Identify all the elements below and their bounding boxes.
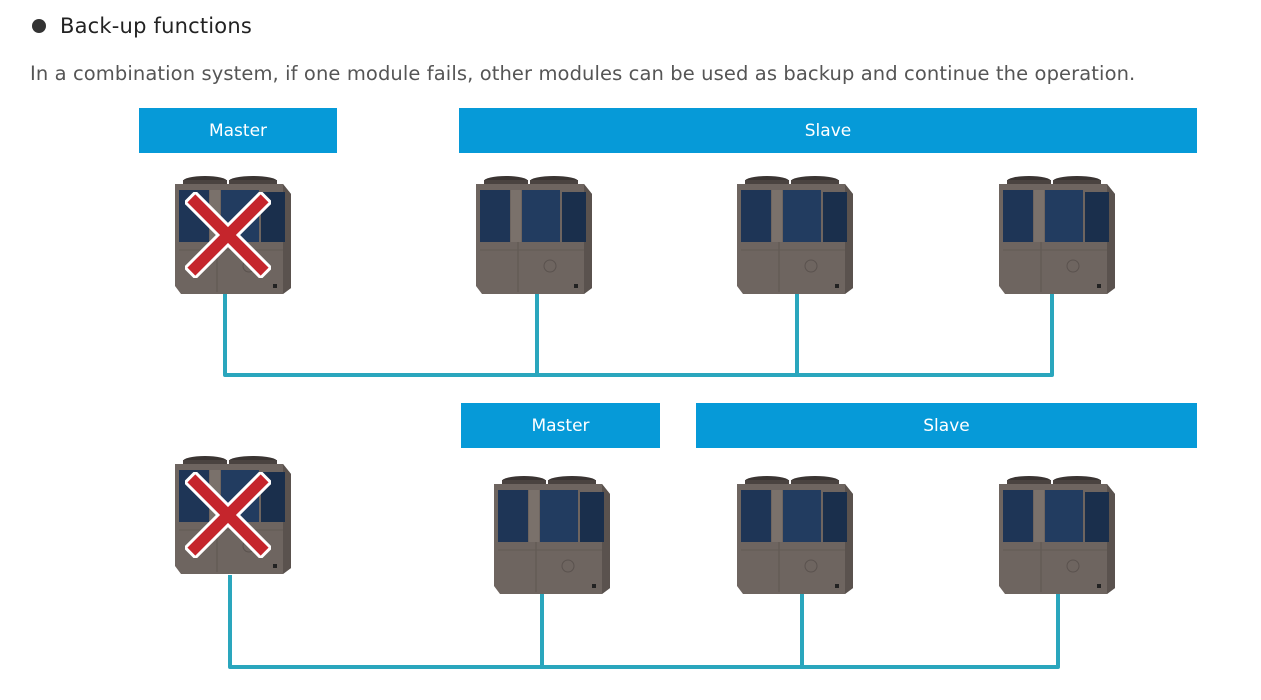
pipe-top	[223, 285, 1054, 377]
pipe-bottom	[228, 575, 1060, 669]
failure-x-icon	[185, 472, 271, 558]
heat-pump-unit-icon	[997, 472, 1117, 594]
master-label-top: Master	[139, 108, 337, 153]
heat-pump-unit-icon	[474, 172, 594, 294]
heat-pump-unit-icon	[735, 472, 855, 594]
heat-pump-unit-icon	[997, 172, 1117, 294]
failure-x-icon	[185, 192, 271, 278]
heat-pump-unit-icon	[735, 172, 855, 294]
slave-label-top: Slave	[459, 108, 1197, 153]
bullet-icon	[32, 19, 46, 33]
section-title: Back-up functions	[60, 14, 253, 38]
slave-label-bottom: Slave	[696, 403, 1197, 448]
section-heading: Back-up functions	[32, 14, 252, 38]
master-label-bottom: Master	[461, 403, 660, 448]
heat-pump-unit-icon	[492, 472, 612, 594]
section-description: In a combination system, if one module f…	[30, 62, 1136, 85]
